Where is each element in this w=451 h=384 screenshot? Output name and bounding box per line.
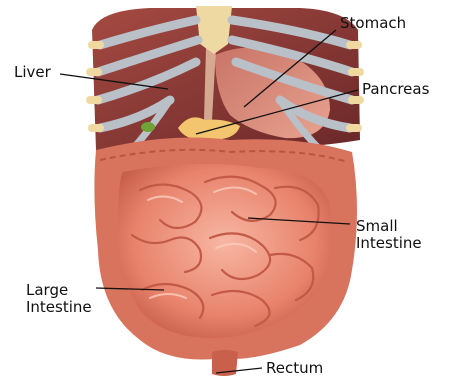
pancreas-label: Pancreas bbox=[362, 81, 429, 98]
large-intestine-label-line2: Intestine bbox=[26, 299, 92, 316]
small-intestine-label-line2: Intestine bbox=[356, 235, 422, 252]
liver-label: Liver bbox=[14, 64, 51, 81]
stomach-label: Stomach bbox=[340, 15, 406, 32]
small-intestine-label-line1: Small bbox=[356, 218, 422, 235]
large-intestine-label-line1: Large bbox=[26, 282, 92, 299]
rectum-label: Rectum bbox=[266, 360, 323, 377]
large-intestine-label: Large Intestine bbox=[26, 282, 92, 316]
small-intestine-label: Small Intestine bbox=[356, 218, 422, 252]
gallbladder bbox=[141, 122, 155, 132]
